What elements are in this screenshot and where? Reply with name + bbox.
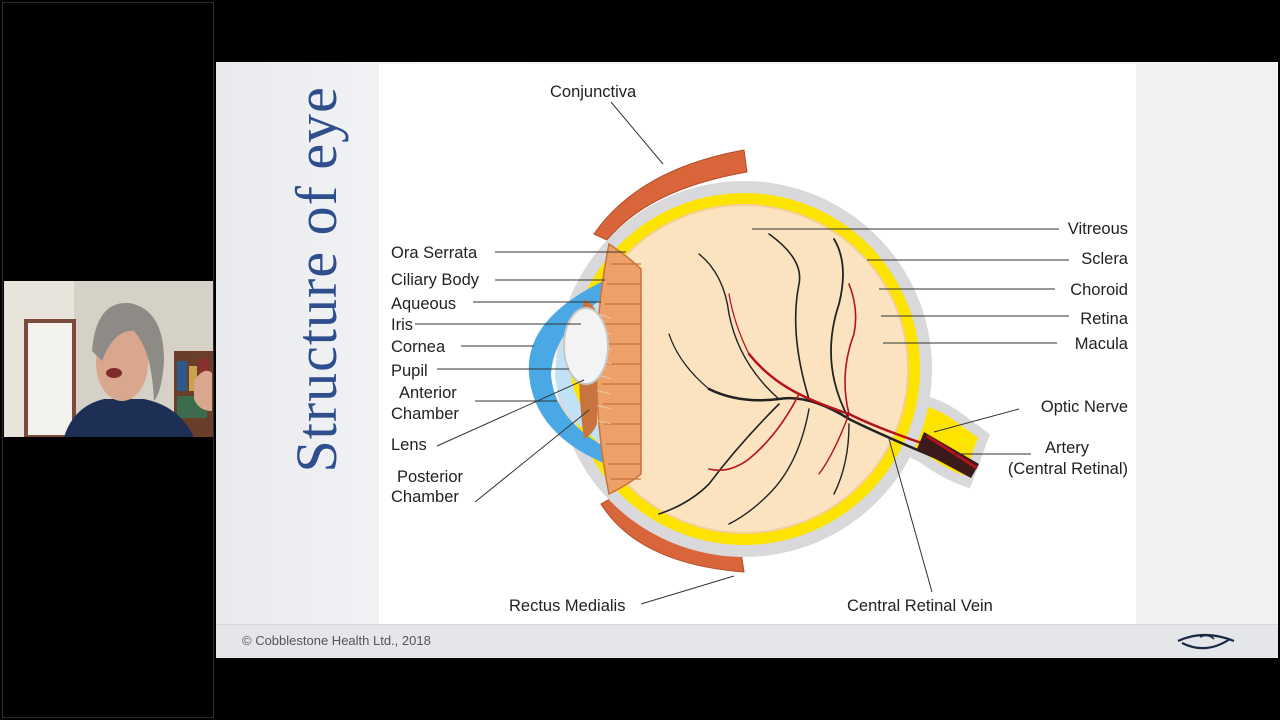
slide-footer: [216, 624, 1278, 658]
label-posterior-chamber: Chamber: [391, 488, 459, 506]
presenter-panel: [0, 0, 216, 720]
label-rectus-medialis: Rectus Medialis: [509, 597, 625, 615]
label-artery: Artery: [1045, 439, 1090, 457]
label-sclera: Sclera: [1081, 250, 1129, 268]
upper-muscle: [593, 149, 748, 241]
retinal-vessels: [658, 233, 941, 525]
presenter-webcam: [4, 281, 213, 437]
cobblestone-logo-icon: [1177, 633, 1235, 650]
copyright-text: © Cobblestone Health Ltd., 2018: [242, 633, 431, 648]
label-choroid: Choroid: [1070, 281, 1128, 299]
slide-title: Structure of eye: [284, 86, 349, 473]
slide: Structure of eye: [216, 62, 1278, 658]
label-optic-nerve: Optic Nerve: [1041, 398, 1128, 416]
label-cornea: Cornea: [391, 338, 446, 356]
label-vitreous: Vitreous: [1068, 220, 1128, 238]
eye-illustration: Conjunctiva Ora Serrata Ciliary Body Aqu…: [391, 83, 1129, 615]
leader-lines: [415, 101, 1069, 605]
label-iris: Iris: [391, 316, 413, 334]
label-posterior: Posterior: [397, 468, 464, 486]
label-anterior: Anterior: [399, 384, 457, 402]
label-retina: Retina: [1080, 310, 1129, 328]
label-pupil: Pupil: [391, 362, 428, 380]
label-artery-central-retinal: (Central Retinal): [1008, 460, 1128, 478]
label-conjunctiva: Conjunctiva: [550, 83, 637, 101]
label-ciliary-body: Ciliary Body: [391, 271, 480, 289]
label-anterior-chamber: Chamber: [391, 405, 459, 423]
video-frame: [2, 2, 214, 718]
lens-shape: [563, 307, 609, 385]
label-aqueous: Aqueous: [391, 295, 456, 313]
label-central-retinal-vein: Central Retinal Vein: [847, 597, 993, 615]
cornea-shape: [528, 274, 619, 469]
label-macula: Macula: [1075, 335, 1129, 353]
presenter-image: [4, 281, 213, 437]
label-lens: Lens: [391, 436, 427, 454]
eye-diagram: Conjunctiva Ora Serrata Ciliary Body Aqu…: [379, 64, 1136, 624]
label-ora-serrata: Ora Serrata: [391, 244, 478, 262]
